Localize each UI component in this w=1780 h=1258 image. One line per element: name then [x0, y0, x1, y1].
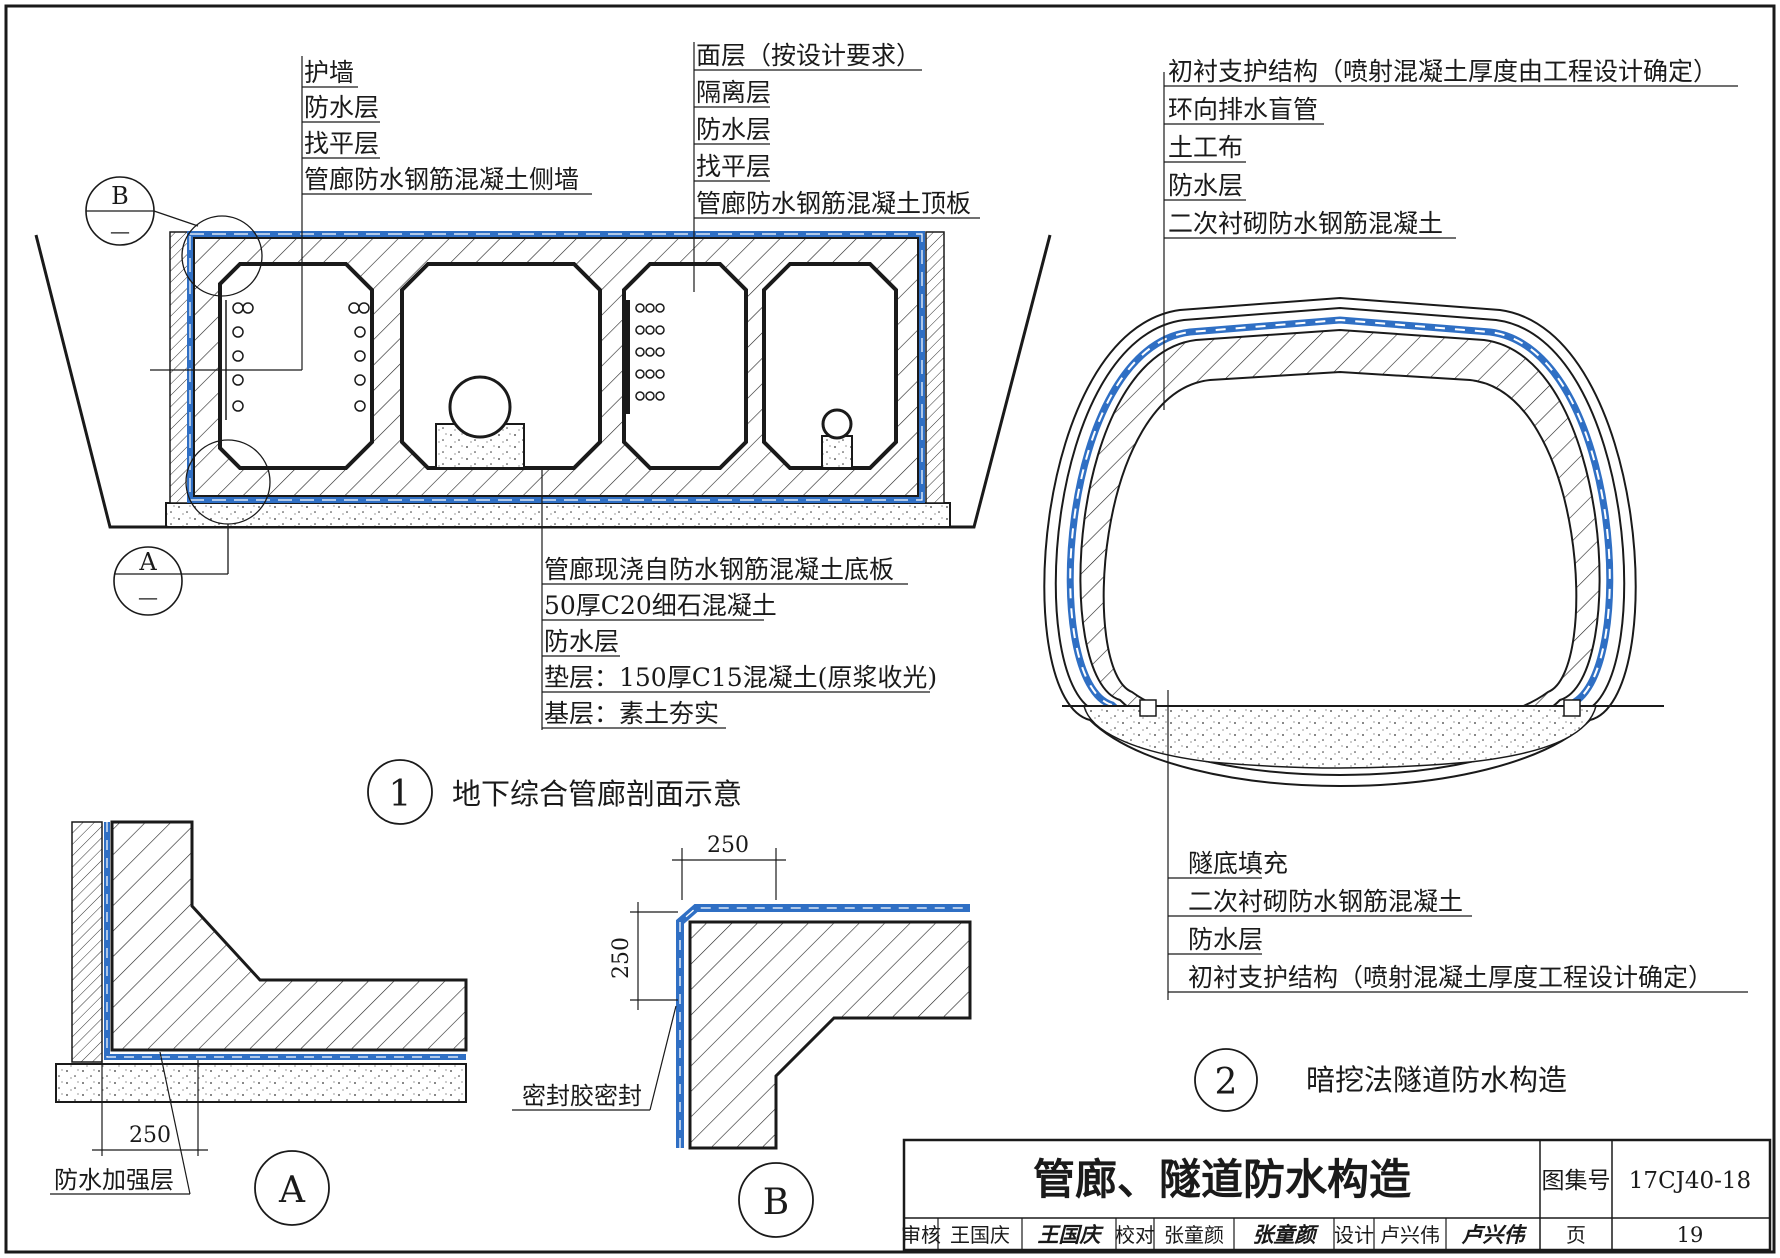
detail-b-note: 密封胶密封: [522, 1082, 642, 1110]
tunnel-bottom-label-2: 二次衬砌防水钢筋混凝土: [1188, 887, 1463, 916]
roof-label-5: 管廊防水钢筋混凝土顶板: [696, 189, 971, 218]
detail-a-label: A: [278, 1170, 306, 1211]
marker-b-letter: B: [111, 182, 129, 210]
tunnel-top-label-1: 初衬支护结构（喷射混凝土厚度由工程设计确定）: [1168, 57, 1718, 86]
page-label: 页: [1566, 1223, 1586, 1247]
figure-2-mined-tunnel: 初衬支护结构（喷射混凝土厚度由工程设计确定） 环向排水盲管 土工布 防水层 二次…: [1043, 57, 1748, 1112]
roof-label-2: 隔离层: [696, 78, 771, 107]
design-name: 卢兴伟: [1380, 1223, 1440, 1247]
wall-label-1: 护墙: [304, 58, 354, 87]
atlas-number-label: 图集号: [1542, 1168, 1611, 1194]
tunnel-bottom-label-1: 隧底填充: [1188, 849, 1288, 878]
page-number: 19: [1677, 1223, 1704, 1247]
design-signature: 卢兴伟: [1462, 1222, 1528, 1247]
floor-label-stack: 管廊现浇自防水钢筋混凝土底板 50厚C20细石混凝土 防水层 垫层：150厚C1…: [542, 555, 937, 729]
tunnel-excavation-line: [1043, 296, 1637, 787]
review-name: 王国庆: [950, 1223, 1010, 1247]
wall-label-3: 找平层: [304, 129, 379, 158]
roof-label-4: 找平层: [696, 152, 771, 181]
floor-label-4: 垫层：150厚C15混凝土(原浆收光): [544, 663, 937, 692]
floor-label-3: 防水层: [544, 627, 619, 656]
tunnel-top-label-4: 防水层: [1168, 171, 1243, 200]
review-signature: 王国庆: [1038, 1222, 1105, 1247]
sheet-border: [4, 4, 1776, 1254]
primary-lining: [1054, 306, 1626, 776]
wall-label-4: 管廊防水钢筋混凝土侧墙: [304, 165, 579, 194]
marker-a-letter: A: [138, 548, 157, 576]
roof-label-1: 面层（按设计要求）: [696, 41, 921, 70]
figure-1-title: 地下综合管廊剖面示意: [452, 777, 742, 811]
detail-b: 250 250 密封胶密封 B: [512, 833, 972, 1238]
wall-label-stack: 护墙 防水层 找平层 管廊防水钢筋混凝土侧墙: [302, 58, 592, 195]
check-label: 校对: [1115, 1223, 1155, 1247]
tunnel-bottom-label-4: 初衬支护结构（喷射混凝土厚度工程设计确定）: [1188, 963, 1713, 992]
drawing-title: 管廊、隧道防水构造: [1033, 1155, 1411, 1204]
marker-a: [113, 546, 183, 616]
roof-label-stack: 面层（按设计要求） 隔离层 防水层 找平层 管廊防水钢筋混凝土顶板: [694, 41, 980, 219]
detail-a-dimension: 250: [129, 1123, 171, 1148]
figure-1-number-circle: [367, 759, 433, 825]
review-label: 审核: [901, 1223, 941, 1247]
cable-rack-right: [348, 300, 373, 420]
detail-b-label-circle: [738, 1162, 814, 1238]
large-pipe: [448, 375, 512, 439]
check-name: 张童颜: [1164, 1223, 1224, 1247]
tunnel-bottom-label-3: 防水层: [1188, 925, 1263, 954]
floor-label-2: 50厚C20细石混凝土: [544, 591, 777, 620]
marker-a-sub: —: [138, 585, 158, 609]
floor-label-1: 管廊现浇自防水钢筋混凝土底板: [544, 555, 894, 584]
small-pipe: [821, 408, 853, 440]
cell-1: [218, 262, 374, 470]
detail-b-dim-vertical: 250: [609, 937, 634, 979]
tunnel-top-label-2: 环向排水盲管: [1168, 95, 1318, 124]
marker-b-sub: —: [110, 219, 130, 243]
cell-3: [622, 262, 748, 470]
tunnel-top-label-3: 土工布: [1168, 133, 1243, 162]
detail-a-structure: [110, 820, 468, 1052]
floor-label-5: 基层：素土夯实: [544, 699, 719, 728]
detail-b-label: B: [763, 1182, 789, 1223]
detail-b-dim-horizontal: 250: [707, 833, 749, 858]
cable-rack-cell-3: [626, 300, 665, 414]
roof-label-3: 防水层: [696, 115, 771, 144]
cable-rack-left: [225, 300, 254, 420]
detail-b-callout-circle: [181, 215, 263, 297]
tunnel-top-label-5: 二次衬砌防水钢筋混凝土: [1168, 209, 1443, 238]
detail-a-note: 防水加强层: [54, 1166, 174, 1194]
figure-2-number: 2: [1215, 1062, 1238, 1103]
tunnel-top-label-stack: 初衬支护结构（喷射混凝土厚度由工程设计确定） 环向排水盲管 土工布 防水层 二次…: [1164, 57, 1738, 239]
check-signature: 张童颜: [1253, 1222, 1320, 1247]
detail-a: 250 防水加强层 A: [50, 820, 468, 1226]
wall-label-2: 防水层: [304, 93, 379, 122]
detail-b-structure: [688, 920, 972, 1150]
cell-4: [762, 262, 898, 470]
cushion-layer: [165, 502, 951, 528]
atlas-number: 17CJ40-18: [1629, 1168, 1751, 1194]
figure-1-number: 1: [389, 774, 412, 815]
invert-fill: [1083, 705, 1597, 769]
protective-wall-right: [925, 231, 945, 504]
figure-1-utility-tunnel-section: B — A — 护墙 防水层 找平层 管廊防水钢筋混凝土侧墙 面层（按设计要求）…: [34, 41, 1052, 825]
tunnel-bottom-label-stack: 隧底填充 二次衬砌防水钢筋混凝土 防水层 初衬支护结构（喷射混凝土厚度工程设计确…: [1168, 849, 1748, 993]
title-block: 管廊、隧道防水构造 图集号 17CJ40-18 审核 王国庆 王国庆 校对 张童…: [901, 1138, 1772, 1252]
figure-2-title: 暗挖法隧道防水构造: [1306, 1063, 1567, 1097]
figure-2-number-circle: [1194, 1048, 1258, 1112]
design-label: 设计: [1334, 1223, 1374, 1247]
detail-a-label-circle: [254, 1150, 330, 1226]
